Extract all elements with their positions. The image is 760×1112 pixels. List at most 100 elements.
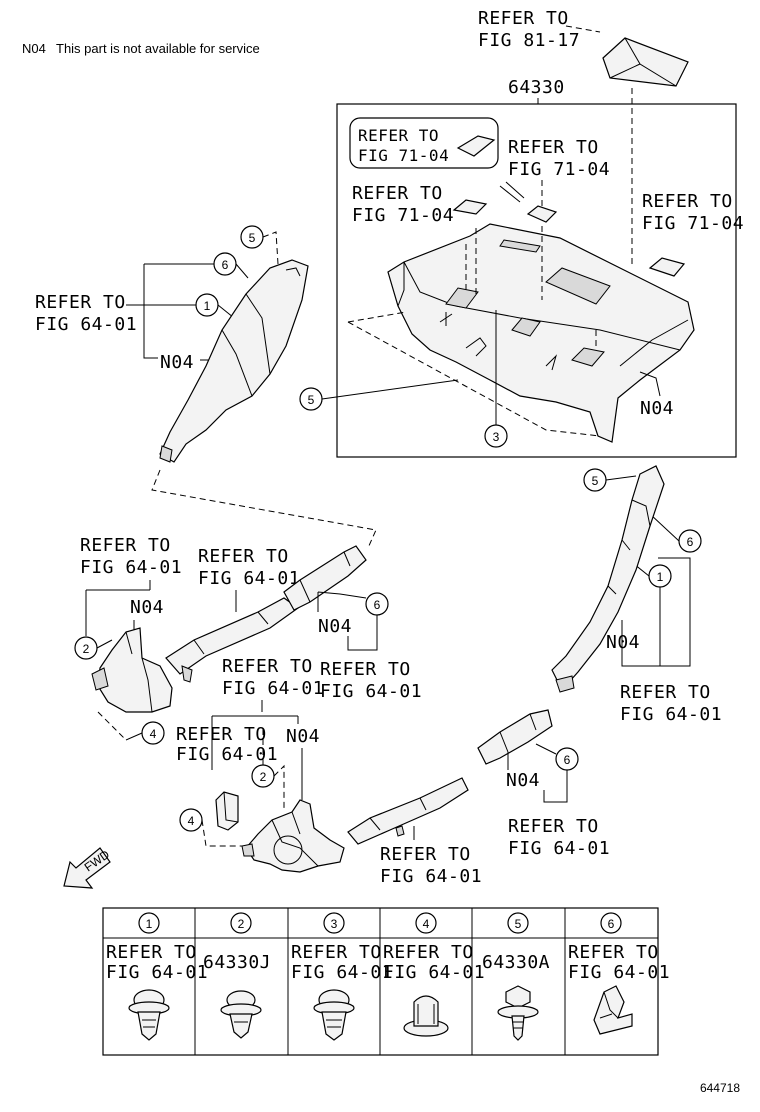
ref-64-01-right-sill-line2: FIG 64-01 (508, 838, 610, 859)
right-quarter-trim (551, 465, 665, 693)
legend-header-1: 1 (138, 912, 160, 934)
n04-center: N04 (286, 726, 320, 747)
svg-text:1: 1 (204, 299, 211, 313)
clip-71-04-a (456, 135, 496, 157)
svg-text:5: 5 (592, 474, 599, 488)
assembly-number: 64330 (508, 77, 565, 98)
legend-6-line1: REFER TO (568, 942, 659, 963)
svg-text:4: 4 (423, 917, 430, 931)
right-front-scuff-upper (477, 709, 553, 765)
ref-64-01-left-box-line2: FIG 64-01 (80, 557, 182, 578)
note-code: N04 (22, 41, 46, 56)
n04-right-pillar: N04 (606, 632, 640, 653)
svg-text:6: 6 (222, 258, 229, 272)
front-scuff-plate (347, 777, 469, 845)
leader-81-17 (565, 25, 601, 33)
legend-4-line1: REFER TO (383, 942, 474, 963)
ref-64-01-front-sill-line1: REFER TO (380, 844, 471, 865)
ref-81-17-line2: FIG 81-17 (478, 30, 580, 51)
legend-3-line1: REFER TO (291, 942, 382, 963)
fastener-legend (102, 907, 659, 1056)
n04-left-box: N04 (130, 597, 164, 618)
stop-lamp-part (602, 37, 689, 87)
small-clip-part (215, 791, 239, 831)
note-text: This part is not available for service (56, 41, 260, 56)
arrow-double (499, 181, 525, 203)
svg-text:6: 6 (564, 753, 571, 767)
ref-64-01-front-sill-line2: FIG 64-01 (380, 866, 482, 887)
svg-text:6: 6 (608, 917, 615, 931)
legend-3-line2: FIG 64-01 (291, 962, 393, 983)
front-lower-trim (241, 799, 345, 873)
ref-64-01-upper-pillar-line2: FIG 64-01 (320, 681, 422, 702)
svg-text:5: 5 (249, 231, 256, 245)
figure-id: 644718 (700, 1081, 740, 1095)
ref-64-01-right-sill-line1: REFER TO (508, 816, 599, 837)
fwd-arrow-icon: FWD (63, 847, 112, 889)
n04-left-pillar: N04 (160, 352, 194, 373)
legend-header-3: 3 (323, 912, 345, 934)
ref-64-01-left-box-line1: REFER TO (80, 535, 171, 556)
left-rear-box-trim (91, 627, 173, 713)
ref-64-01-right-pillar-line1: REFER TO (620, 682, 711, 703)
ref-64-01-mid-small-line2: FIG 64-01 (176, 744, 278, 765)
ref-64-01-left-pillar-line2: FIG 64-01 (35, 314, 137, 335)
n04-mid: N04 (318, 616, 352, 637)
svg-text:2: 2 (238, 917, 245, 931)
svg-text:5: 5 (515, 917, 522, 931)
ref-64-01-mid-center-line2: FIG 64-01 (222, 678, 324, 699)
assembly-box (336, 103, 737, 458)
ref-71-04-b-line2: FIG 71-04 (508, 159, 610, 180)
clip-icon-4 (403, 995, 449, 1037)
ref-71-04-c-line2: FIG 71-04 (352, 205, 454, 226)
left-quarter-trim (159, 259, 309, 463)
svg-text:2: 2 (83, 642, 90, 656)
svg-text:5: 5 (308, 393, 315, 407)
ref-64-01-right-pillar-line2: FIG 64-01 (620, 704, 722, 725)
svg-text:3: 3 (493, 430, 500, 444)
ref-71-04-rounded-box (349, 117, 499, 169)
svg-text:4: 4 (150, 727, 157, 741)
clip-icon-2 (220, 990, 262, 1039)
legend-1-line2: FIG 64-01 (106, 962, 208, 983)
ref-64-01-left-pillar-line1: REFER TO (35, 292, 126, 313)
ref-64-01-rear-sill-line1: REFER TO (198, 546, 289, 567)
ref-71-04-d-line2: FIG 71-04 (642, 213, 744, 234)
legend-header-5: 5 (507, 912, 529, 934)
legend-header-2: 2 (230, 912, 252, 934)
ref-64-01-mid-center-line1: REFER TO (222, 656, 313, 677)
svg-text:6: 6 (374, 598, 381, 612)
svg-text:6: 6 (687, 535, 694, 549)
legend-6-line2: FIG 64-01 (568, 962, 670, 983)
svg-text:2: 2 (260, 770, 267, 784)
package-tray-trim (387, 223, 695, 443)
legend-4-line2: FIG 64-01 (383, 962, 485, 983)
svg-text:1: 1 (657, 570, 664, 584)
n04-lower-right: N04 (506, 770, 540, 791)
clip-icon-6 (593, 985, 633, 1035)
legend-header-6: 6 (600, 912, 622, 934)
legend-header-4: 4 (415, 912, 437, 934)
n04-tray: N04 (640, 398, 674, 419)
clip-71-04-c (452, 199, 488, 215)
ref-71-04-a-line2: FIG 71-04 (358, 146, 449, 165)
rear-door-scuff-upper (283, 545, 367, 611)
ref-71-04-d-line1: REFER TO (642, 191, 733, 212)
svg-text:3: 3 (331, 917, 338, 931)
clip-icon-3 (313, 989, 355, 1041)
ref-64-01-rear-sill-line2: FIG 64-01 (198, 568, 300, 589)
clip-71-04-b (526, 205, 558, 223)
clip-71-04-d (648, 257, 686, 277)
ref-71-04-c-line1: REFER TO (352, 183, 443, 204)
legend-5-partno: 64330A (482, 952, 550, 973)
ref-64-01-upper-pillar-line1: REFER TO (320, 659, 411, 680)
legend-2-partno: 64330J (203, 952, 271, 973)
legend-1-line1: REFER TO (106, 942, 197, 963)
svg-text:4: 4 (188, 814, 195, 828)
ref-64-01-mid-small-line1: REFER TO (176, 724, 267, 745)
ref-71-04-a-line1: REFER TO (358, 126, 439, 145)
ref-81-17-line1: REFER TO (478, 8, 569, 29)
svg-text:1: 1 (146, 917, 153, 931)
clip-icon-1 (128, 989, 170, 1041)
